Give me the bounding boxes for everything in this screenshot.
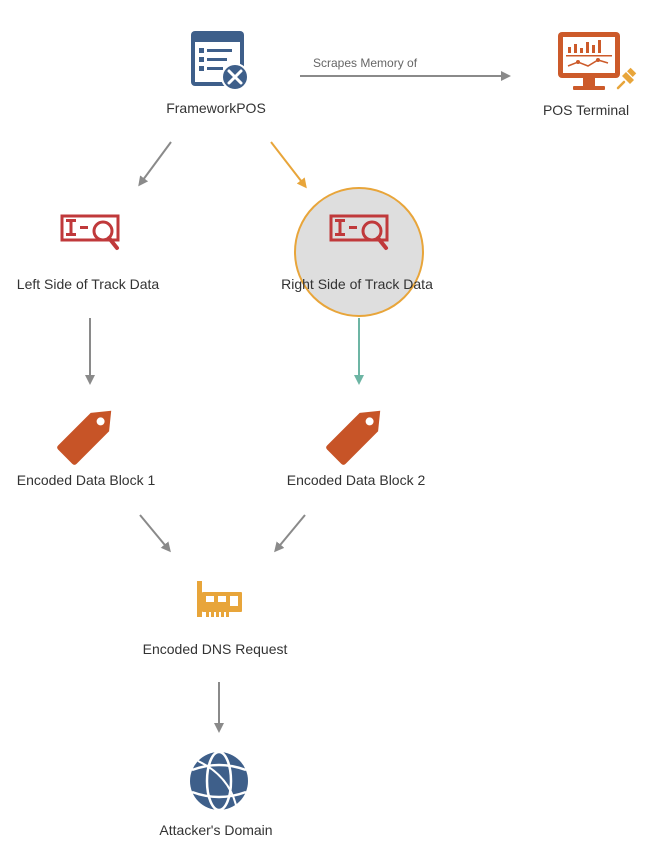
node-label-block1: Encoded Data Block 1 <box>16 472 156 488</box>
node-label-framework: FrameworkPOS <box>166 100 266 116</box>
edge-label-scrapes: Scrapes Memory of <box>313 56 418 70</box>
checklist-x-icon <box>191 31 249 91</box>
globe-icon <box>190 750 248 812</box>
edge-block2-dns <box>274 514 306 553</box>
tag-icon <box>57 410 112 465</box>
tag-icon <box>326 410 381 465</box>
node-label-left-track: Left Side of Track Data <box>16 276 160 292</box>
monitor-chart-icon <box>558 32 620 90</box>
pin-icon <box>616 67 637 90</box>
highlight-circle <box>294 187 424 317</box>
edge-block1-dns <box>139 514 171 553</box>
node-label-terminal: POS Terminal <box>542 102 630 118</box>
edge-framework-right-track <box>270 141 307 189</box>
track-search-icon <box>329 214 389 250</box>
node-label-right-track: Right Side of Track Data <box>281 276 433 292</box>
node-label-dns: Encoded DNS Request <box>142 641 288 657</box>
node-label-block2: Encoded Data Block 2 <box>286 472 426 488</box>
network-card-icon <box>197 581 242 617</box>
track-search-icon <box>60 214 120 250</box>
edge-framework-left-track <box>138 141 172 187</box>
node-label-domain: Attacker's Domain <box>159 822 273 838</box>
